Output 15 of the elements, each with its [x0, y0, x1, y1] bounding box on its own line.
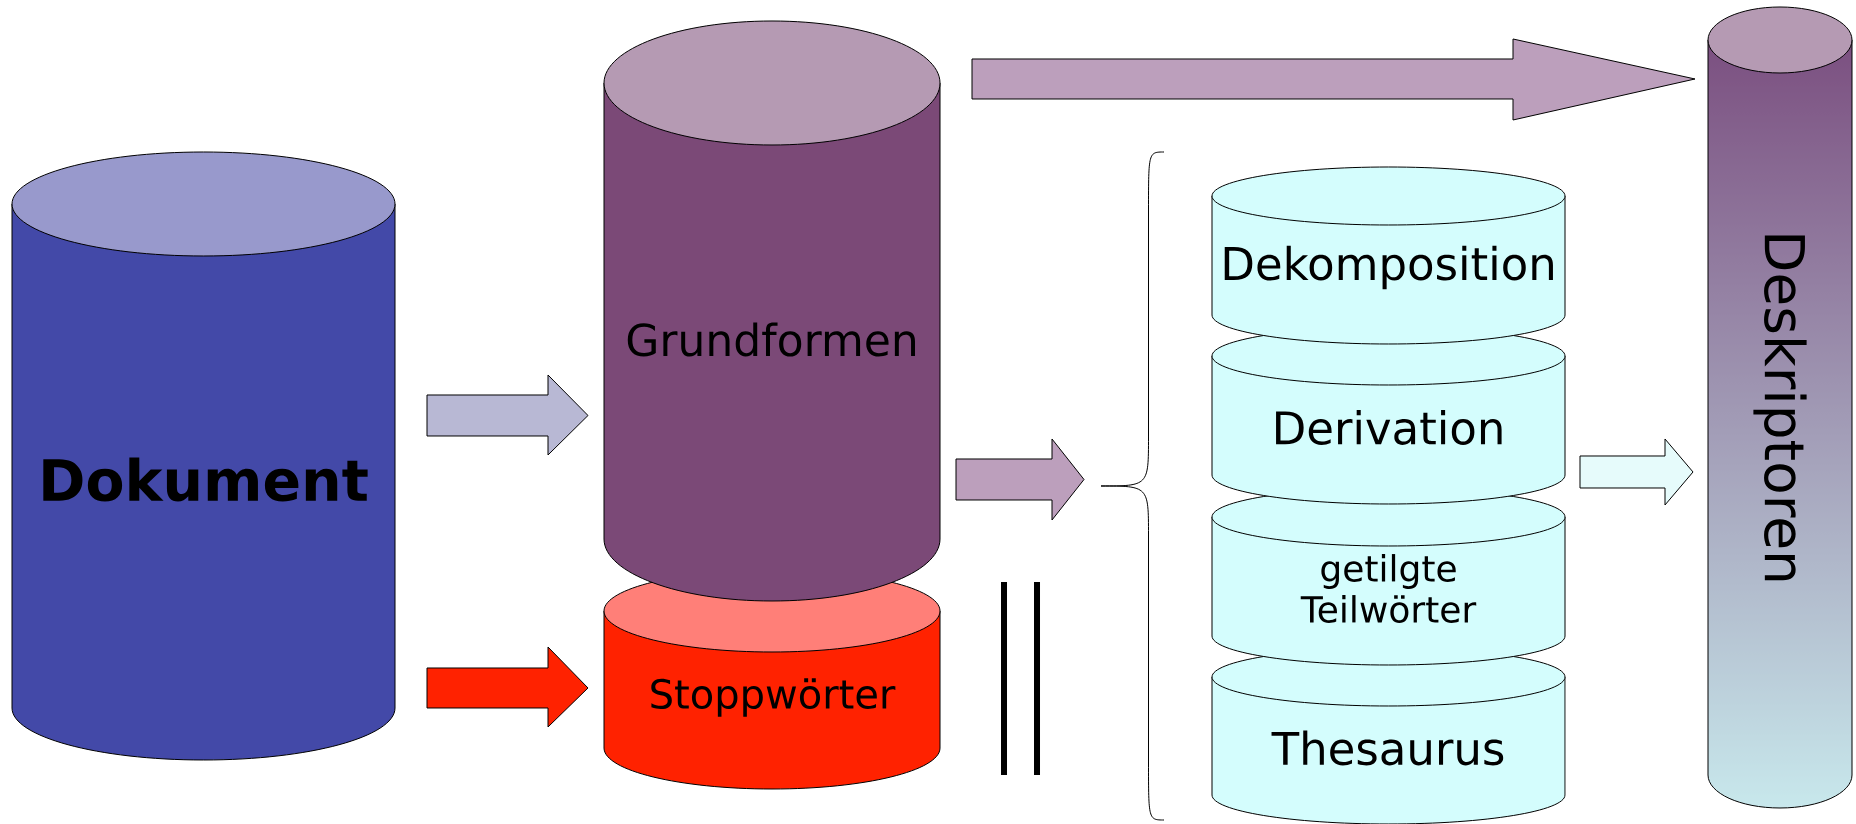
curly-brace — [1100, 151, 1165, 821]
cylinder: Dekomposition — [1211, 166, 1566, 345]
cylinder: getilgte Teilwörter — [1211, 487, 1566, 666]
cylinder: Deskriptoren — [1707, 6, 1853, 809]
cylinder: Grundformen — [603, 20, 941, 602]
block-arrow — [426, 646, 589, 728]
cylinder: Stoppwörter — [603, 569, 941, 790]
block-arrow — [1579, 438, 1694, 506]
node-label: Thesaurus — [1271, 730, 1504, 766]
block-arrow — [955, 438, 1085, 521]
block-arrow — [426, 374, 589, 456]
block-arrow — [971, 38, 1696, 121]
cylinder: Thesaurus — [1211, 647, 1566, 824]
cylinder: Dokument — [11, 151, 396, 761]
cylinder: Derivation — [1211, 326, 1566, 505]
